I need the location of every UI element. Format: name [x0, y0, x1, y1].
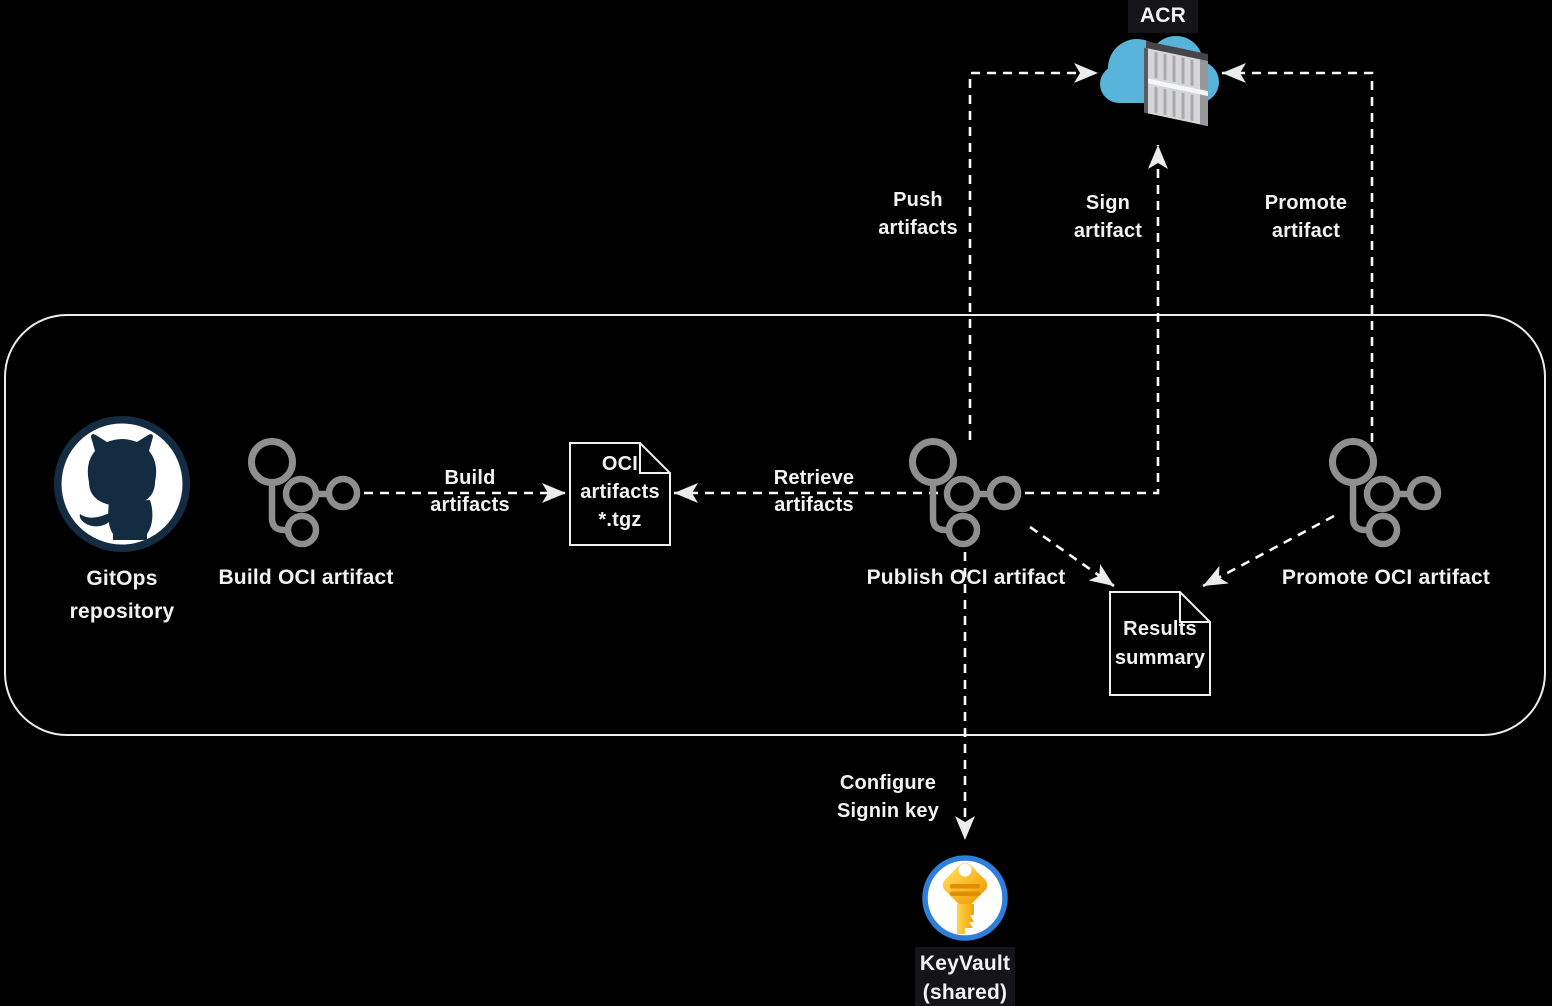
- build-oci-artifact-node-label: Build OCI artifact: [218, 566, 394, 589]
- acr-node-label: ACR: [1128, 0, 1198, 33]
- key-icon: [942, 862, 988, 934]
- edge-push-artifacts: [968, 63, 1098, 440]
- edge-promote-to-results: [1202, 514, 1335, 588]
- promote-artifact-edge-label: Promote artifact: [1264, 192, 1348, 242]
- acr-icon: [1100, 36, 1219, 127]
- github-icon: [54, 416, 190, 552]
- publish-oci-artifact-node-label: Publish OCI artifact: [866, 566, 1066, 589]
- build-artifacts-edge-label: Build artifacts: [430, 467, 510, 516]
- workflow-icon-publish: [913, 442, 1019, 545]
- pipeline-boundary-box: [4, 314, 1546, 736]
- push-artifacts-edge-label: Push artifacts: [878, 189, 958, 239]
- oci-artifacts-document-label: OCI artifacts *.tgz: [580, 453, 660, 531]
- results-summary-document-icon: [1109, 591, 1211, 696]
- keyvault-icon: [922, 855, 1008, 941]
- edge-publish-to-results: [1029, 525, 1115, 588]
- sign-artifact-edge-label: Sign artifact: [1073, 192, 1143, 242]
- workflow-icon-promote: [1333, 442, 1439, 545]
- promote-oci-artifact-node-label: Promote OCI artifact: [1281, 566, 1491, 589]
- gitops-repository-node-label: GitOps repository: [69, 567, 175, 623]
- retrieve-artifacts-edge-label: Retrieve artifacts: [773, 467, 855, 516]
- results-summary-document-label: Results summary: [1114, 618, 1206, 669]
- configure-signin-key-edge-label: Configure Signin key: [836, 772, 940, 822]
- oci-artifacts-document-icon: [569, 442, 671, 546]
- workflow-icon-build: [252, 442, 358, 545]
- edge-promote-artifact: [1222, 63, 1374, 442]
- keyvault-node-label: KeyVault (shared): [915, 947, 1015, 1006]
- container-stack-icon: [1144, 41, 1208, 127]
- edge-sign-artifact: [1025, 145, 1168, 495]
